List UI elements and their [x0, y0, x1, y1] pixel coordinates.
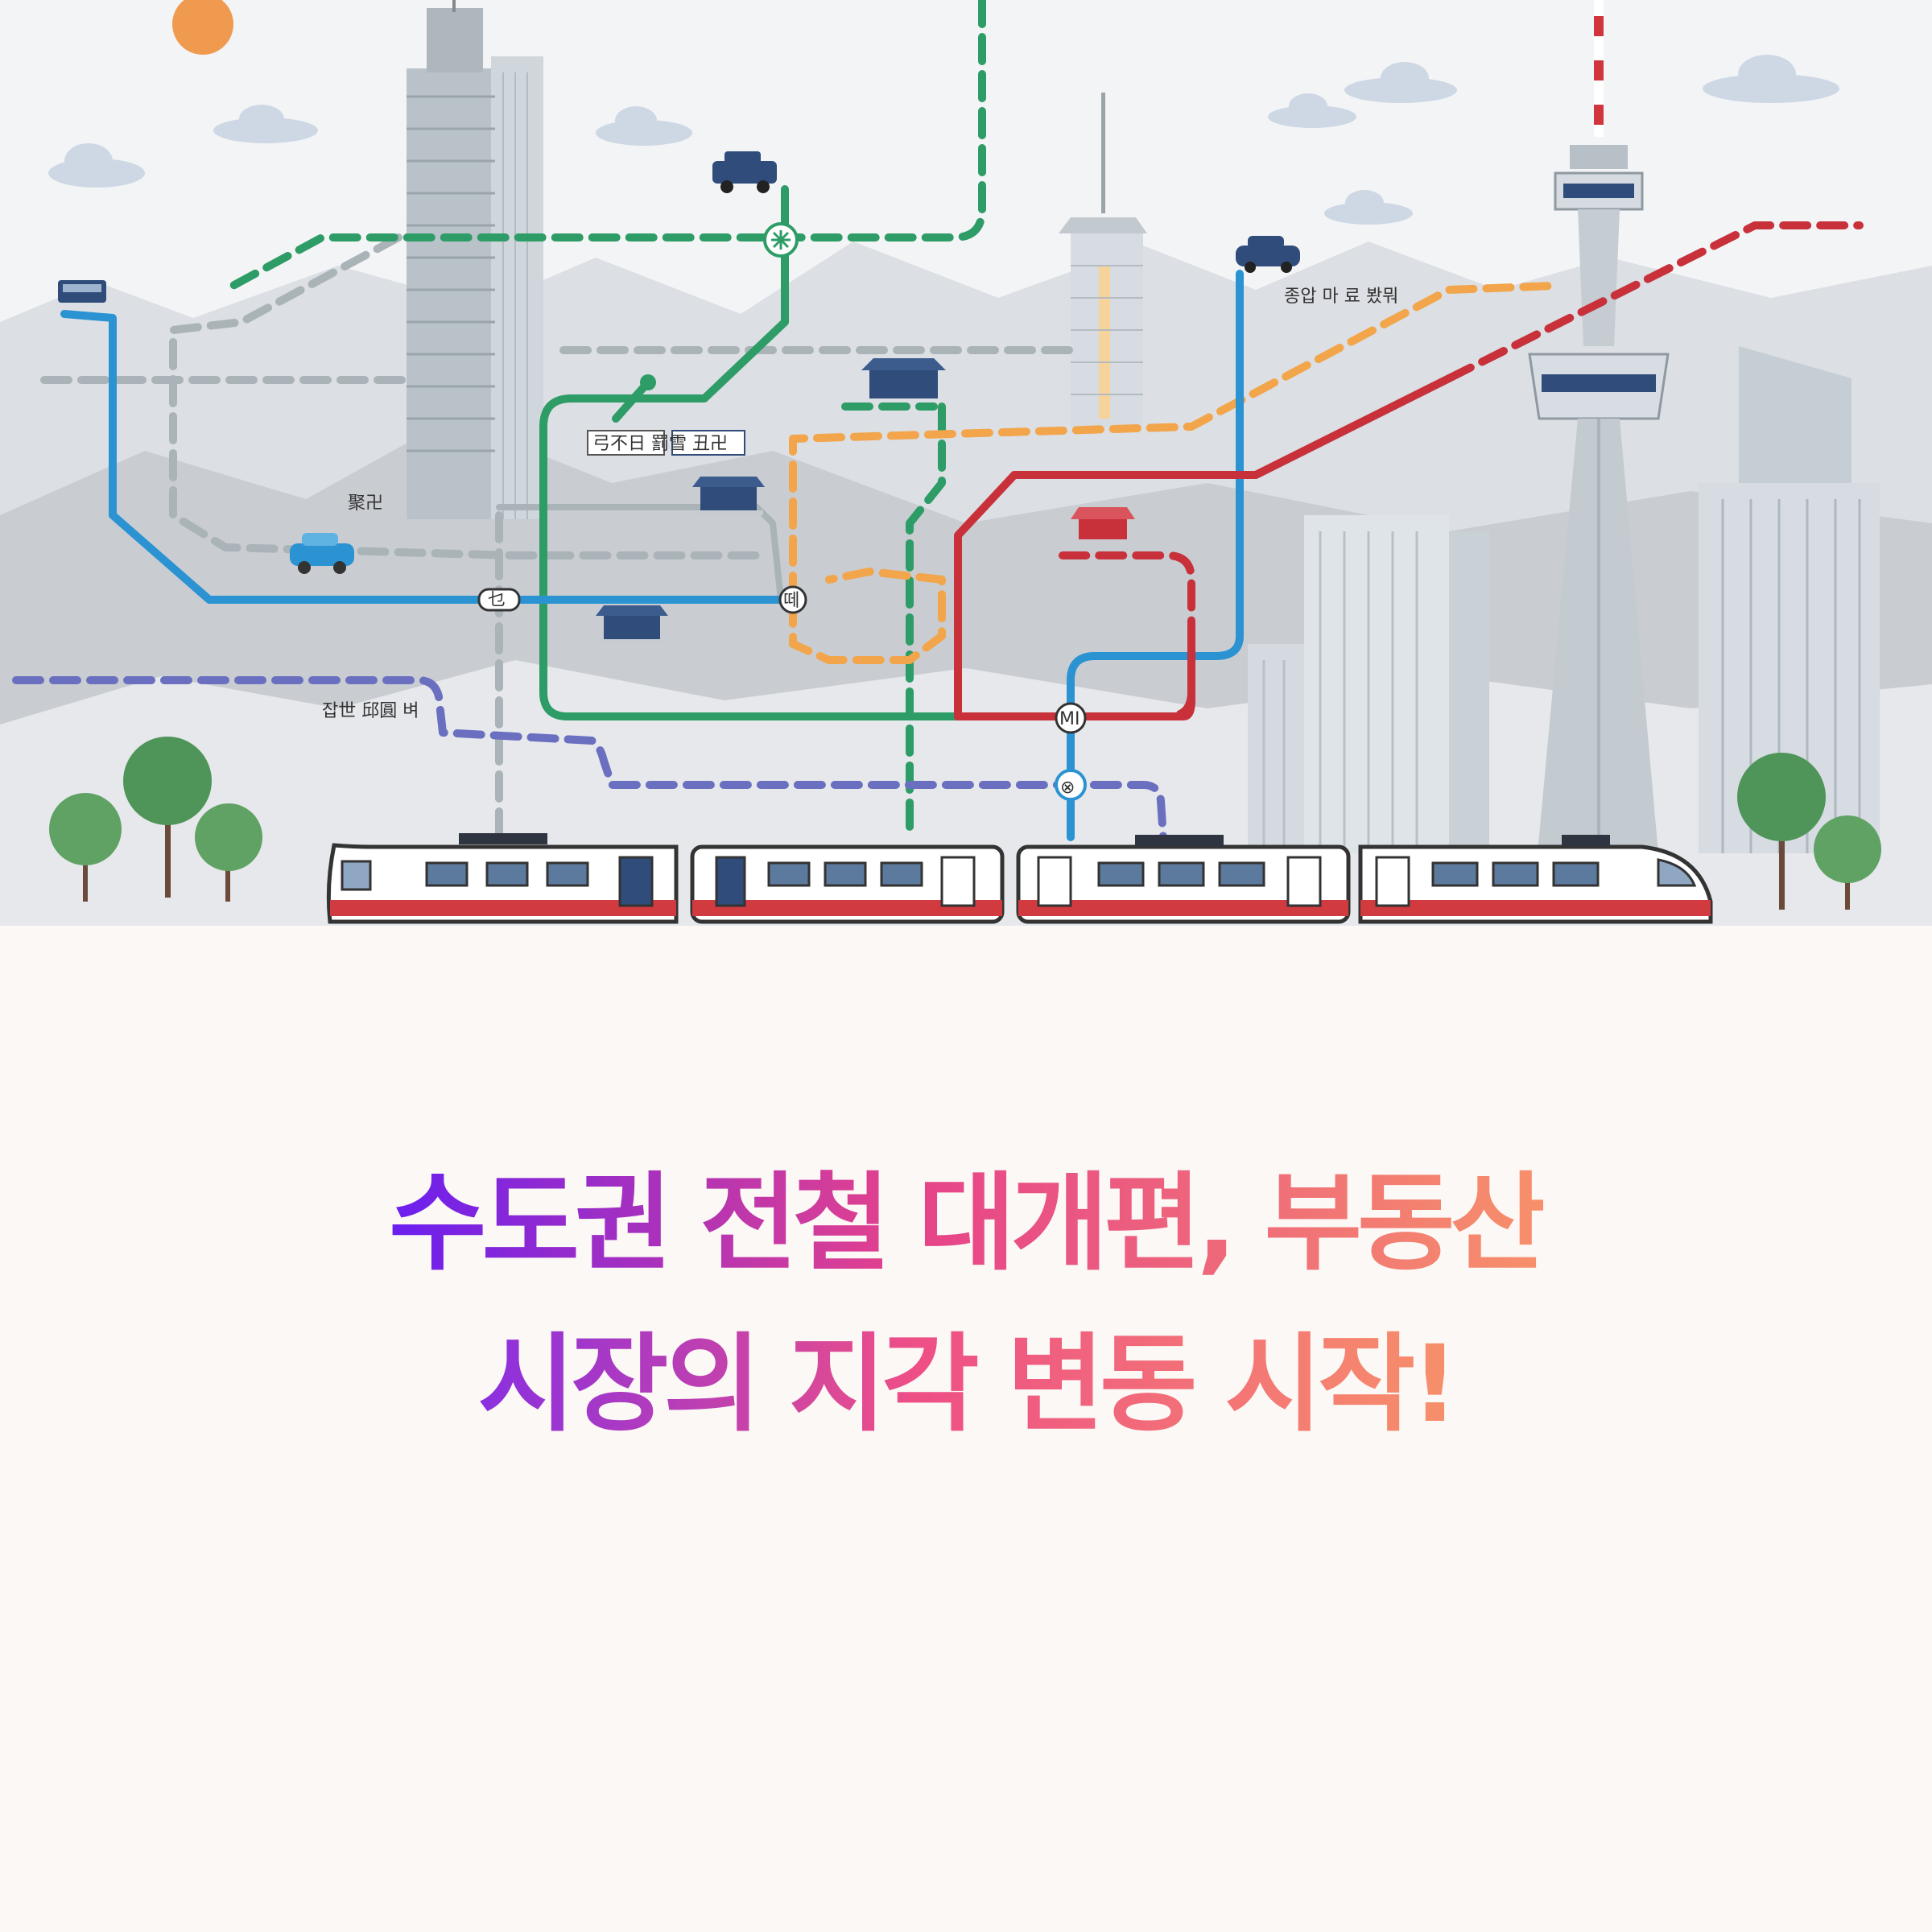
- station-d-marker: [1055, 769, 1087, 801]
- car-icon: [290, 533, 354, 574]
- bus-icon: [58, 280, 106, 303]
- headline-line-1: 수도권 전철 대개편, 부동산: [389, 1143, 1548, 1304]
- headline-line-2: 시장의 지각 변동 시작!: [477, 1304, 1459, 1465]
- trees: [49, 737, 1881, 910]
- station-a-marker: [477, 588, 521, 612]
- station-c-marker: [1055, 702, 1087, 734]
- cloud-icon: [48, 143, 145, 188]
- train-car-4: [1358, 835, 1713, 924]
- map-landmarks: 弓不日 罰雪 丑卍: [587, 358, 1135, 644]
- train-car-2: [690, 844, 1005, 924]
- landmark-building-icon: [596, 605, 668, 644]
- line-orange-dashed: [789, 282, 1558, 604]
- interchange-star-icon: [763, 222, 799, 258]
- station-b-label: 떼: [783, 591, 799, 611]
- car-icon: [1236, 236, 1300, 273]
- top-right-sign: 종압 마 료 봤뭐: [1284, 287, 1398, 307]
- sun-icon: [172, 0, 233, 55]
- transit-city-illustration: 乜 떼 MI ⊗: [0, 0, 1932, 926]
- landmark-building-icon: [692, 477, 765, 515]
- line-gray-branch: [496, 504, 784, 603]
- center-left-sign: 弓不日 罰雪 丑卍: [592, 434, 728, 454]
- tree-icon: [1737, 753, 1826, 910]
- cloud-icon: [596, 106, 692, 146]
- line-green-spur: [612, 378, 652, 423]
- landmark-building-icon: [861, 358, 946, 398]
- line-green-dashed: [221, 0, 986, 294]
- spire-building: [1059, 93, 1147, 427]
- tree-icon: [1814, 815, 1881, 910]
- line-red-dashed: [1445, 221, 1864, 382]
- train: [326, 833, 1713, 924]
- line-gray-dashed-2: [169, 233, 769, 559]
- line-blue-solid: [60, 310, 801, 604]
- tree-icon: [195, 803, 262, 902]
- station-dot: [640, 374, 656, 390]
- landmark-building-icon: [1071, 507, 1135, 539]
- office-buildings-right: [1248, 346, 1880, 853]
- train-car-3: [1016, 835, 1351, 924]
- line-blue-solid-2: [1067, 270, 1244, 841]
- car-icon: [712, 151, 777, 193]
- headline: 수도권 전철 대개편, 부동산 시장의 지각 변동 시작!: [0, 1143, 1932, 1465]
- line-red-solid-2: [954, 640, 1195, 720]
- vehicles: [58, 151, 1300, 574]
- station-d-label: ⊗: [1060, 778, 1075, 798]
- seoul-tower: [1528, 0, 1670, 853]
- station-c-label: MI: [1059, 709, 1080, 729]
- clouds: [48, 55, 1839, 225]
- line-orange-loop: [789, 568, 946, 664]
- line-green-solid: [539, 185, 962, 720]
- tree-icon: [49, 793, 122, 902]
- tall-building-left: [407, 0, 543, 519]
- line-green-dashed-2: [906, 402, 946, 841]
- train-car-1: [326, 833, 679, 924]
- left-label-sign: 聚卍: [348, 493, 383, 514]
- tree-icon: [123, 737, 212, 898]
- cloud-icon: [1324, 190, 1413, 225]
- cloud-icon: [1703, 55, 1839, 103]
- cloud-icon: [213, 105, 318, 143]
- stations: 乜 떼 MI ⊗: [477, 222, 1087, 801]
- station-b-marker: [778, 585, 807, 614]
- line-red-solid: [954, 374, 1453, 720]
- station-a-label: 乜: [488, 590, 506, 610]
- cloud-icon: [1344, 62, 1457, 103]
- cloud-icon: [1268, 93, 1356, 128]
- info-board-icon: [587, 430, 745, 456]
- lower-left-sign: 잡世 邱圓 벼: [322, 701, 419, 721]
- line-purple-dashed: [12, 676, 1167, 841]
- transit-lines: [12, 0, 1864, 841]
